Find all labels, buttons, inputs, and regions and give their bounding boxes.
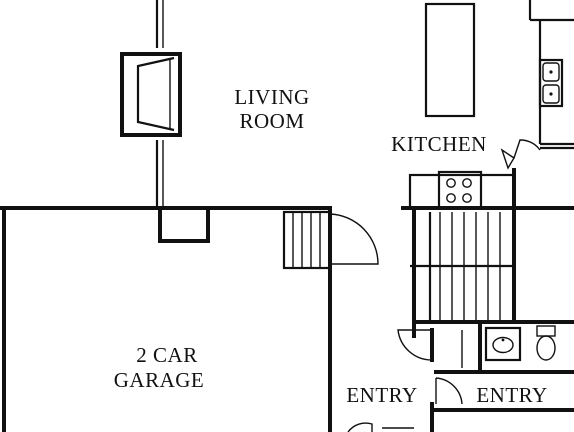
kitchen-sink: [538, 58, 564, 108]
entry-walls: [347, 320, 574, 432]
main-staircase: [410, 206, 574, 327]
powder-room-door: [397, 328, 434, 362]
entry-right-label: ENTRY: [476, 383, 547, 407]
garage-label-line2: GARAGE: [114, 368, 205, 392]
fireplace: [120, 52, 182, 137]
living-room-west-wall: [155, 0, 164, 206]
garage-entry-door: [329, 213, 379, 265]
kitchen-label: KITCHEN: [391, 132, 487, 156]
garage-steps: [282, 210, 332, 270]
powder-room: [434, 320, 574, 374]
living-room-label-line1: LIVING: [234, 85, 309, 109]
kitchen-island: [424, 2, 476, 118]
living-room-label-line2: ROOM: [239, 109, 304, 133]
garage-label-line1: 2 CAR: [136, 343, 197, 367]
range-stove: [408, 170, 516, 210]
entry-left-label: ENTRY: [346, 383, 417, 407]
